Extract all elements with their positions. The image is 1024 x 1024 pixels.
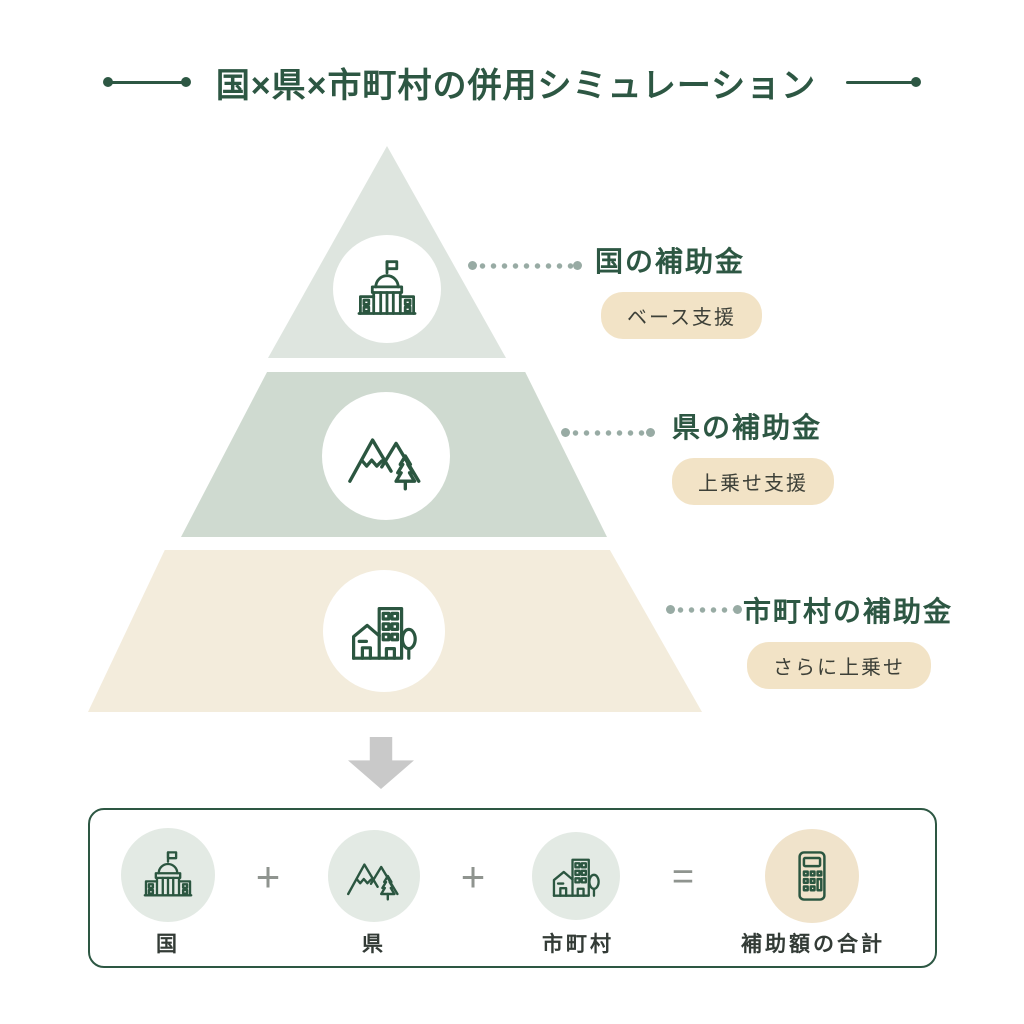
prefecture-icon-circle — [322, 392, 450, 520]
annotation-prefecture: 県の補助金 上乗せ支援 — [672, 406, 834, 505]
national-icon-circle — [333, 235, 441, 343]
leader-start-dot — [468, 261, 477, 270]
mountain-tree-icon — [344, 414, 428, 498]
government-building-icon — [352, 254, 422, 324]
formula-total-label: 補助額の合計 — [741, 933, 885, 956]
down-arrow-icon — [348, 737, 414, 789]
formula-prefecture-label: 県 — [362, 933, 386, 956]
leader-end-dot — [573, 261, 582, 270]
annotation-national: 国の補助金 ベース支援 — [595, 240, 762, 339]
calculator-icon — [781, 845, 843, 907]
title-row: 国×県×市町村の併用シミュレーション — [0, 58, 1024, 106]
formula-municipality-circle — [532, 832, 620, 920]
government-building-icon — [139, 846, 197, 904]
leader-line-prefecture — [561, 428, 655, 437]
leader-line-national — [468, 261, 582, 270]
leader-dots — [477, 262, 573, 269]
equals-operator: = — [671, 856, 695, 898]
town-buildings-icon — [344, 591, 424, 671]
prefecture-subsidy-label: 県の補助金 — [672, 412, 823, 443]
leader-line-municipality — [666, 605, 742, 614]
plus-operator: + — [460, 853, 486, 900]
formula-national-label: 国 — [156, 933, 180, 956]
leader-dots — [570, 429, 646, 436]
leader-end-dot — [646, 428, 655, 437]
page-title: 国×県×市町村の併用シミュレーション — [215, 66, 817, 105]
municipality-subsidy-label: 市町村の補助金 — [743, 596, 954, 627]
prefecture-subsidy-tag: 上乗せ支援 — [672, 458, 834, 505]
annotation-municipality: 市町村の補助金 さらに上乗せ — [743, 590, 953, 689]
formula-municipality-label: 市町村 — [542, 933, 614, 956]
title-decoration-right — [846, 77, 922, 87]
formula-national-circle — [121, 828, 215, 922]
title-decoration-left — [102, 77, 191, 87]
leader-start-dot — [666, 605, 675, 614]
municipality-subsidy-tag: さらに上乗せ — [747, 642, 931, 689]
leader-end-dot — [733, 605, 742, 614]
formula-prefecture-circle — [328, 830, 420, 922]
leader-dots — [675, 606, 733, 613]
town-buildings-icon — [547, 847, 605, 905]
national-subsidy-label: 国の補助金 — [595, 246, 746, 277]
plus-operator: + — [255, 853, 281, 900]
municipality-icon-circle — [323, 570, 445, 692]
mountain-tree-icon — [344, 846, 404, 906]
leader-start-dot — [561, 428, 570, 437]
national-subsidy-tag: ベース支援 — [601, 292, 762, 339]
formula-total-circle — [765, 829, 859, 923]
